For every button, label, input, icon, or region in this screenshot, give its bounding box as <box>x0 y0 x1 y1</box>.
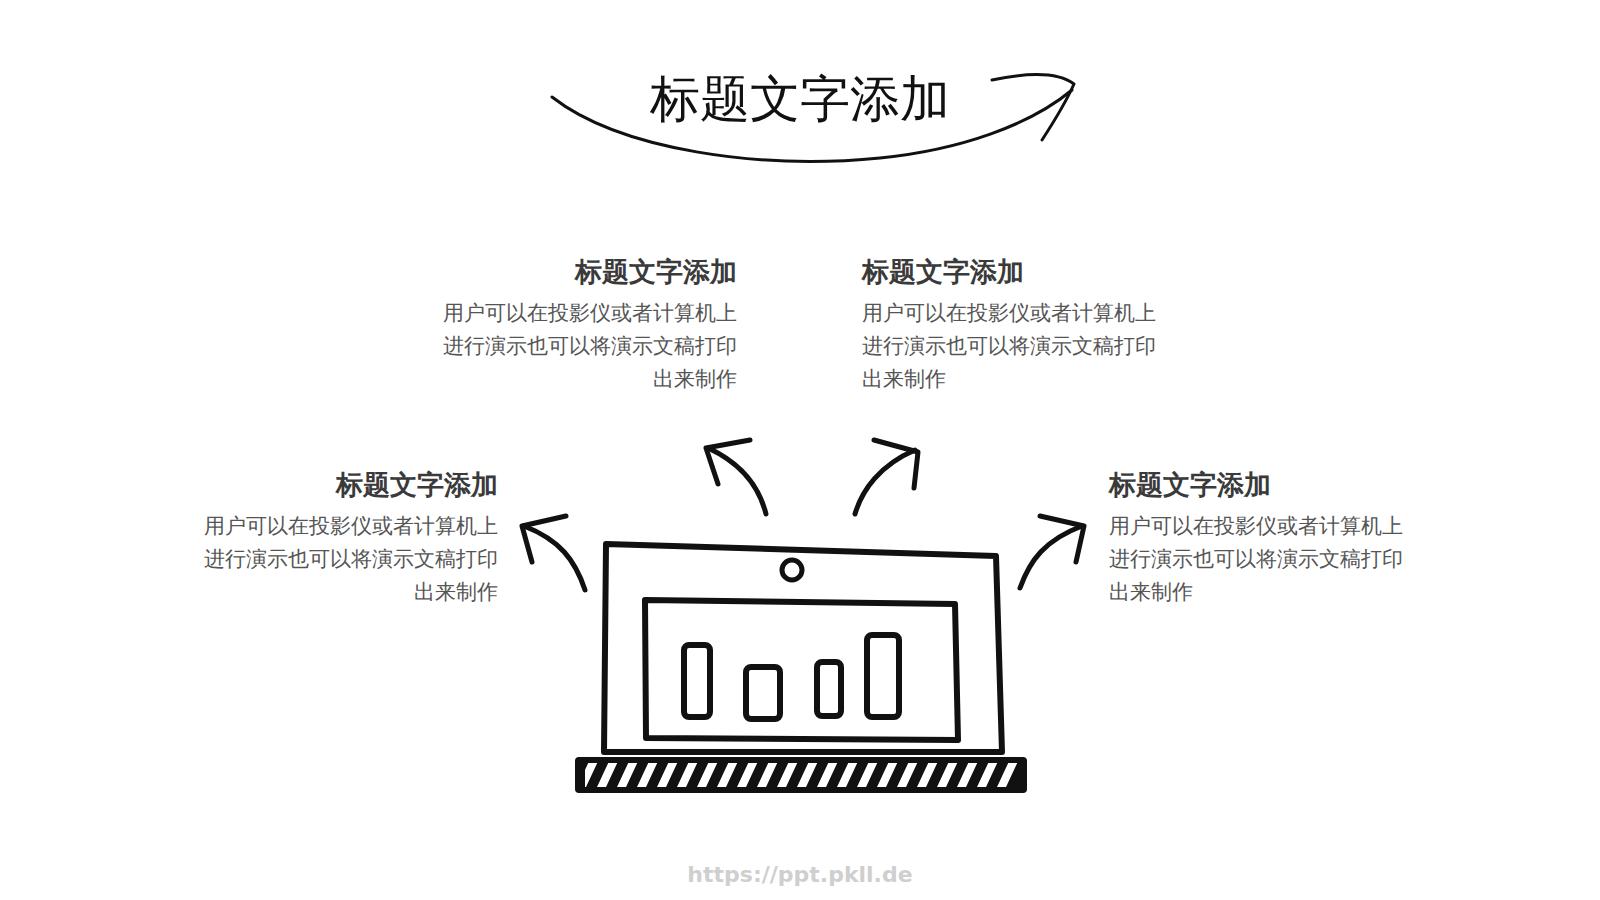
title: 标题文字添加 <box>650 66 950 133</box>
watermark: https://ppt.pkll.de <box>687 862 912 887</box>
item-heading: 标题文字添加 <box>1109 467 1271 503</box>
laptop-frame <box>604 544 1002 752</box>
bar <box>867 635 899 717</box>
item-body: 用户可以在投影仪或者计算机上进行演示也可以将演示文稿打印出来制作 <box>1109 510 1417 609</box>
laptop-screen <box>645 600 958 740</box>
laptop-base <box>575 757 1027 793</box>
item-heading: 标题文字添加 <box>336 467 498 503</box>
item-body: 用户可以在投影仪或者计算机上进行演示也可以将演示文稿打印出来制作 <box>862 297 1170 396</box>
bar <box>746 667 780 719</box>
item-heading: 标题文字添加 <box>575 254 737 290</box>
title-swoosh-head <box>992 74 1074 140</box>
arrows <box>522 440 1084 590</box>
bar <box>684 645 710 717</box>
item-heading: 标题文字添加 <box>862 254 1024 290</box>
base-hatching <box>585 763 1017 787</box>
laptop-camera <box>782 560 802 580</box>
bar <box>817 662 841 716</box>
item-body: 用户可以在投影仪或者计算机上进行演示也可以将演示文稿打印出来制作 <box>190 510 498 609</box>
item-body: 用户可以在投影仪或者计算机上进行演示也可以将演示文稿打印出来制作 <box>429 297 737 396</box>
